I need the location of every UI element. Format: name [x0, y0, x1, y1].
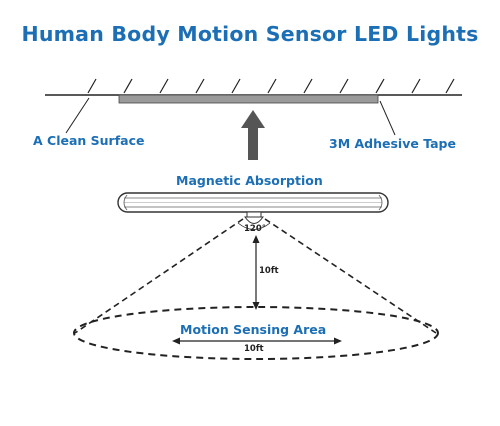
angle-label: 120° — [244, 224, 266, 234]
motion-sensor-icon — [244, 211, 264, 224]
hatch-mark — [445, 78, 455, 94]
hatch-mark — [375, 78, 385, 94]
height-label: 10ft — [259, 266, 279, 276]
hatch-mark — [303, 78, 313, 94]
height-dimension-arrow — [252, 235, 260, 310]
sensing-area-label: Motion Sensing Area — [180, 322, 327, 337]
detection-cone-right — [264, 218, 437, 334]
hatch-mark — [159, 78, 169, 94]
angle-arc — [237, 222, 271, 230]
ceiling-hatches — [87, 78, 455, 94]
adhesive-tape-label: 3M Adhesive Tape — [329, 136, 456, 151]
upward-arrow-icon — [241, 110, 265, 160]
hatch-mark — [231, 78, 241, 94]
hatch-mark — [339, 78, 349, 94]
width-dimension-arrow — [172, 337, 342, 345]
hatch-mark — [87, 78, 97, 94]
hatch-mark — [123, 78, 133, 94]
adhesive-tape-leader — [379, 100, 396, 136]
hatch-mark — [267, 78, 277, 94]
detection-cone-left — [74, 218, 244, 334]
hatch-mark — [195, 78, 205, 94]
page-title: Human Body Motion Sensor LED Lights — [21, 22, 479, 46]
width-label: 10ft — [244, 344, 264, 354]
magnetic-absorption-label: Magnetic Absorption — [176, 173, 323, 188]
clean-surface-label: A Clean Surface — [33, 133, 145, 148]
adhesive-tape-strip — [118, 94, 379, 104]
sensing-area-ellipse — [73, 306, 439, 360]
hatch-mark — [411, 78, 421, 94]
clean-surface-leader — [65, 97, 90, 134]
led-light-bar — [117, 192, 389, 213]
